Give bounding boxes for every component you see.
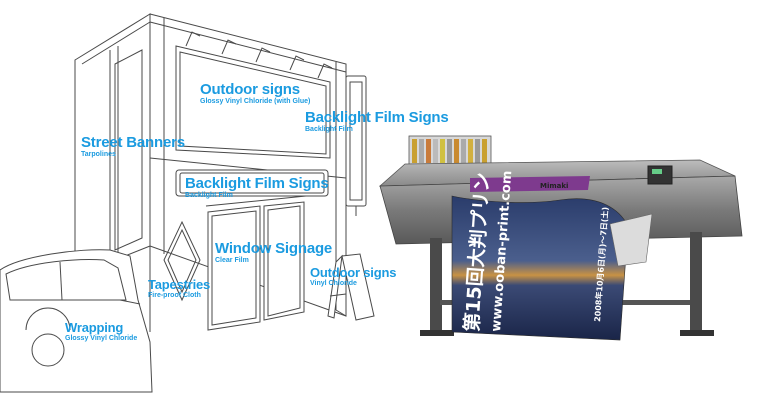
label-subtitle: Vinyl Chloride — [310, 280, 357, 287]
label-title: Outdoor signs — [310, 265, 397, 280]
label-title: Wrapping — [65, 320, 124, 335]
label-wrapping: Wrapping Glossy Vinyl Chloride — [65, 321, 137, 342]
label-backlight-film-signs-right: Backlight Film Signs Backlight Film — [305, 110, 449, 133]
label-outdoor-signs-top: Outdoor signs Glossy Vinyl Chloride (wit… — [200, 82, 310, 105]
label-subtitle: Fire-proof Cloth — [148, 292, 201, 299]
label-title: Backlight Film Signs — [185, 175, 329, 192]
label-title: Outdoor signs — [200, 81, 300, 98]
label-window-signage: Window Signage Clear Film — [215, 241, 332, 264]
label-title: Tapestries — [148, 277, 211, 292]
label-subtitle: Glossy Vinyl Chloride — [65, 335, 138, 342]
label-backlight-film-signs-middle: Backlight Film Signs Backlight Film — [185, 176, 329, 199]
label-subtitle: Tarpolines — [81, 151, 116, 158]
label-title: Street Banners — [81, 134, 185, 151]
printer-brand-logo: Mimaki — [540, 182, 568, 190]
printer-illustration: Mimaki 第15回大判プリン www.ooban-print.com 200… — [378, 135, 743, 341]
side-lightbox — [345, 75, 367, 216]
label-subtitle: Glossy Vinyl Chloride (with Glue) — [200, 98, 311, 105]
label-outdoor-signs-small: Outdoor signs Vinyl Chloride — [310, 266, 396, 287]
van-outline — [0, 249, 153, 393]
label-subtitle: Backlight Film — [305, 126, 353, 133]
label-title: Window Signage — [215, 240, 333, 257]
label-subtitle: Clear Film — [215, 257, 249, 264]
building-outline — [74, 13, 347, 332]
label-street-banners: Street Banners Tarpolines — [81, 135, 185, 158]
label-subtitle: Backlight Film — [185, 192, 233, 199]
label-title: Backlight Film Signs — [305, 109, 449, 126]
a-frame-sign — [327, 253, 375, 321]
label-tapestries: Tapestries Fire-proof Cloth — [148, 278, 210, 299]
